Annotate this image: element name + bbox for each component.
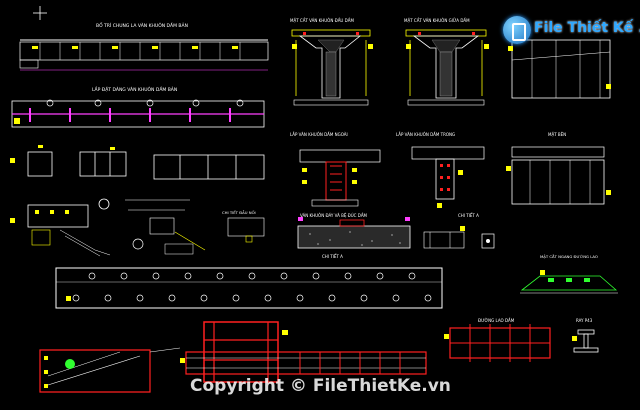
title-track: ĐƯỜNG LAO DẦM bbox=[478, 318, 515, 323]
title-section-a: MẶT CẮT VÁN KHUÔN ĐẦU DẦM bbox=[290, 18, 354, 23]
detail-a-small: CHI TIẾT A bbox=[423, 212, 495, 249]
side-elevation-box bbox=[508, 39, 611, 99]
section-middle-of-beam: MẶT CẮT VÁN KHUÔN GIỮA DẦM bbox=[404, 18, 489, 106]
middle-detail bbox=[125, 199, 206, 255]
ucs-crosshair-icon bbox=[33, 6, 47, 20]
title-general-layout: BỐ TRÍ CHUNG LA VÀN KHUÔN DẦM BẢN bbox=[96, 21, 188, 29]
svg-text:CHI TIẾT ĐẦU NỐI: CHI TIẾT ĐẦU NỐI bbox=[222, 209, 256, 215]
casting-bed-detail: VÁN KHUÔN ĐÁY VÀ BỆ ĐÚC DẦM CHI TIẾT A bbox=[297, 213, 411, 259]
rail-p43-detail: RAY P43 bbox=[572, 318, 599, 353]
logo-text: File Thiết Kế .vn bbox=[534, 20, 640, 36]
copyright-watermark: Copyright © FileThietKe.vn bbox=[190, 376, 451, 396]
outer-formwork-detail: LẮP VÁN KHUÔN DẦM NGOÀI bbox=[290, 132, 381, 207]
title-road: MẶT CẮT NGANG ĐƯỜNG LAO bbox=[540, 254, 598, 259]
title-section-b: MẶT CẮT VÁN KHUÔN GIỮA DẦM bbox=[404, 18, 470, 23]
file-logo-icon bbox=[503, 16, 531, 44]
bottom-frame-plan bbox=[180, 321, 427, 383]
launch-track-plan: ĐƯỜNG LAO DẦM bbox=[444, 318, 551, 362]
inner-formwork-detail: LẮP VÁN KHUÔN DẦM TRONG bbox=[396, 132, 485, 208]
title-end: MẶT BÊN bbox=[548, 132, 566, 137]
filethietke-logo: File Thiết Kế .vn bbox=[503, 14, 640, 46]
left-detail bbox=[10, 198, 111, 257]
title-inner: LẮP VÁN KHUÔN DẦM TRONG bbox=[396, 132, 455, 137]
title-bottom-form: VÁN KHUÔN ĐÁY VÀ BỆ ĐÚC DẦM bbox=[300, 213, 368, 218]
section-end-of-beam: MẶT CẮT VÁN KHUÔN ĐẦU DẦM bbox=[290, 18, 373, 106]
title-detail-a: CHI TIẾT A bbox=[458, 212, 479, 218]
bottom-left-slope-detail bbox=[39, 347, 181, 393]
title-ray: RAY P43 bbox=[576, 318, 593, 323]
center-small-detail: CHI TIẾT ĐẦU NỐI bbox=[222, 209, 265, 243]
beam-long-elevation bbox=[55, 267, 443, 309]
general-layout-elevation: BỐ TRÍ CHUNG LA VÀN KHUÔN DẦM BẢN bbox=[19, 21, 269, 71]
formwork-strip-elevation: LẮP ĐẶT DÀNG VÁN KHUÔN DẦM BẢN bbox=[11, 85, 265, 128]
title-strip: LẮP ĐẶT DÀNG VÁN KHUÔN DẦM BẢN bbox=[92, 85, 177, 93]
svg-text:CHI TIẾT A: CHI TIẾT A bbox=[322, 253, 343, 259]
title-outer: LẮP VÁN KHUÔN DẦM NGOÀI bbox=[290, 132, 348, 137]
small-section-details bbox=[10, 145, 265, 180]
road-cross-section: MẶT CẮT NGANG ĐƯỜNG LAO bbox=[520, 254, 618, 294]
end-view: MẶT BÊN bbox=[506, 132, 611, 205]
